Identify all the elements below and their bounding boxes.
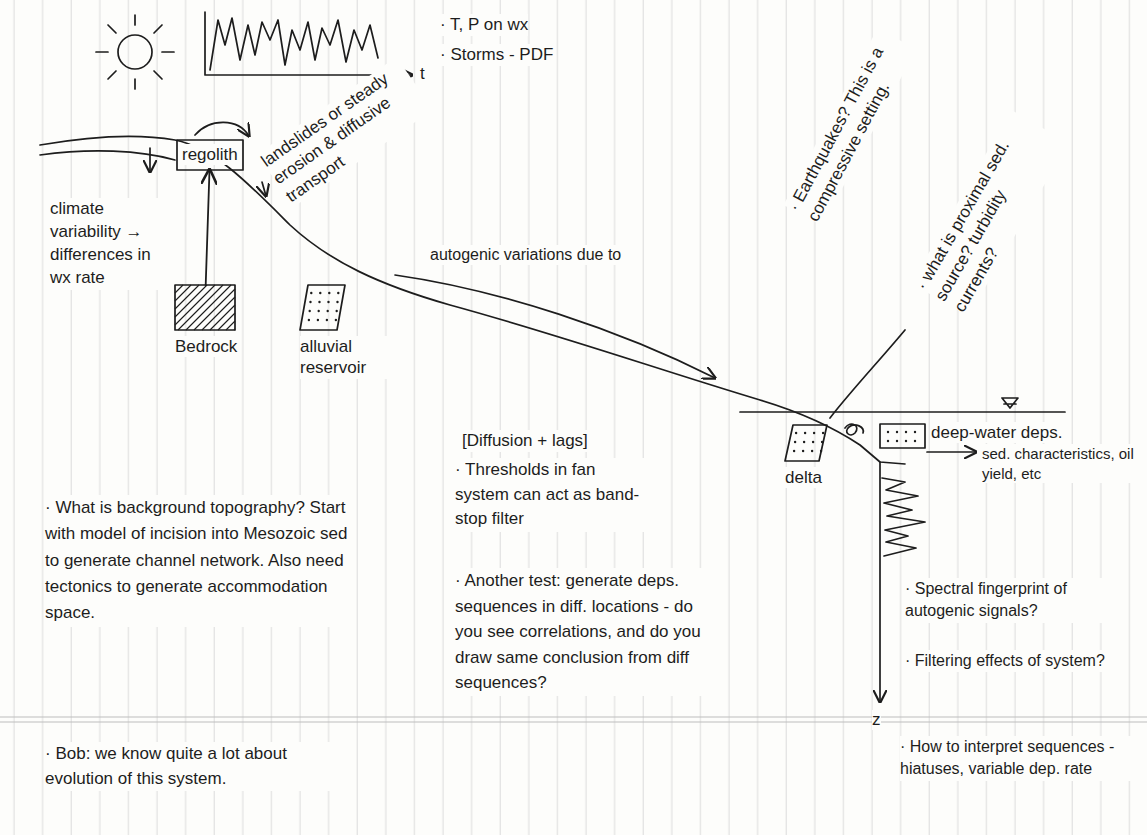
sediment-dot	[319, 292, 321, 294]
sediment-dot	[317, 319, 319, 321]
regolith-base	[40, 151, 175, 160]
sediment-dot	[308, 319, 310, 321]
sediment-dot	[914, 440, 916, 442]
connector-arrow	[206, 170, 210, 285]
box-outline	[300, 285, 345, 330]
sediment-dot	[794, 441, 796, 443]
bedrock-box: Bedrock	[175, 285, 235, 330]
sediment-dot	[813, 432, 815, 434]
bedrock-hatching	[175, 285, 235, 330]
margin-rule	[0, 721, 1147, 722]
sediment-dot	[327, 301, 329, 303]
process-note: climate variability → differences in wx …	[50, 198, 168, 290]
box-shape	[175, 285, 235, 330]
sediment-dot	[326, 319, 328, 321]
box-shape	[880, 424, 925, 448]
sediment-dot	[336, 301, 338, 303]
sediment-dot	[328, 292, 330, 294]
sun-rays	[96, 15, 174, 89]
climate-signal	[210, 18, 378, 70]
water-level-symbol	[1002, 398, 1018, 408]
process-note: [Diffusion + lags]	[462, 430, 588, 452]
depth-axis	[879, 462, 881, 702]
transport-arrow	[195, 122, 249, 136]
box-label: alluvial reservoir	[300, 336, 395, 379]
sediment-dot	[802, 450, 804, 452]
sediment-dot	[896, 440, 898, 442]
box-label: Bedrock	[175, 336, 237, 357]
axis-label: z	[872, 710, 881, 730]
note-text: · Spectral fingerprint of autogenic sign…	[905, 578, 1120, 623]
sediment-dot	[310, 292, 312, 294]
sediment-dot	[337, 292, 339, 294]
sediment-dot	[335, 319, 337, 321]
note-text: · How to interpret sequences - hiatuses,…	[900, 736, 1140, 781]
leader-line	[830, 330, 905, 418]
note-text: · Another test: generate deps. sequences…	[455, 568, 705, 696]
box-label: delta	[785, 467, 822, 488]
box-label: regolith	[182, 144, 238, 165]
box-shape	[300, 285, 345, 330]
note-text: · What is background topography? Start w…	[45, 495, 350, 627]
turbidity-curl	[845, 424, 863, 435]
sediment-dot	[905, 440, 907, 442]
box-outline	[175, 285, 235, 330]
note-text: · Bob: we know quite a lot about evoluti…	[45, 742, 345, 791]
time-axis	[205, 12, 412, 75]
note-text: · Storms - PDF	[440, 44, 553, 66]
box-shape	[785, 425, 827, 461]
box-outline	[785, 425, 827, 461]
box-outline	[880, 424, 925, 448]
delta-box: delta	[785, 425, 827, 461]
sediment-dot	[308, 310, 310, 312]
deposit-box: deep-water deps.	[880, 424, 925, 448]
sediment-dot	[309, 301, 311, 303]
sediment-dot	[887, 431, 889, 433]
leader-arrow	[262, 182, 266, 196]
sediment-dot	[811, 450, 813, 452]
process-note: autogenic variations due to	[430, 245, 621, 265]
sediment-dot	[821, 441, 823, 443]
sediment-dot	[896, 431, 898, 433]
note-text: · Thresholds in fan system can act as ba…	[455, 458, 645, 532]
sediment-dot	[803, 441, 805, 443]
regolith-box: regolith	[177, 140, 243, 170]
sediment-dot	[335, 310, 337, 312]
sediment-dot	[820, 450, 822, 452]
sediment-dot	[326, 310, 328, 312]
box-outline	[177, 140, 243, 170]
margin-rule	[0, 716, 1147, 717]
note-text: · T, P on wx	[440, 14, 528, 36]
output-arrow	[927, 451, 976, 453]
sediment-dot	[317, 310, 319, 312]
topographic-profile	[40, 136, 905, 464]
input-arrow	[149, 148, 151, 172]
sediment-dot	[905, 431, 907, 433]
autogenic-arrow	[395, 275, 715, 378]
sediment-dot	[822, 432, 824, 434]
sediment-dot	[804, 432, 806, 434]
sun-symbol	[118, 35, 152, 69]
sediment-dot	[812, 441, 814, 443]
note-text: sed. characteristics, oil yield, etc	[982, 444, 1137, 483]
box-label: deep-water deps.	[931, 422, 1062, 443]
sediment-dot	[793, 450, 795, 452]
reservoir-box: alluvial reservoir	[300, 285, 345, 330]
sediment-dot	[318, 301, 320, 303]
sediment-dot	[795, 432, 797, 434]
axis-label: t	[420, 64, 425, 84]
deposit-log	[882, 478, 925, 556]
sediment-dot	[887, 440, 889, 442]
sediment-dot	[914, 431, 916, 433]
sea-level	[740, 411, 1065, 413]
note-text: · Filtering effects of system?	[905, 650, 1105, 672]
